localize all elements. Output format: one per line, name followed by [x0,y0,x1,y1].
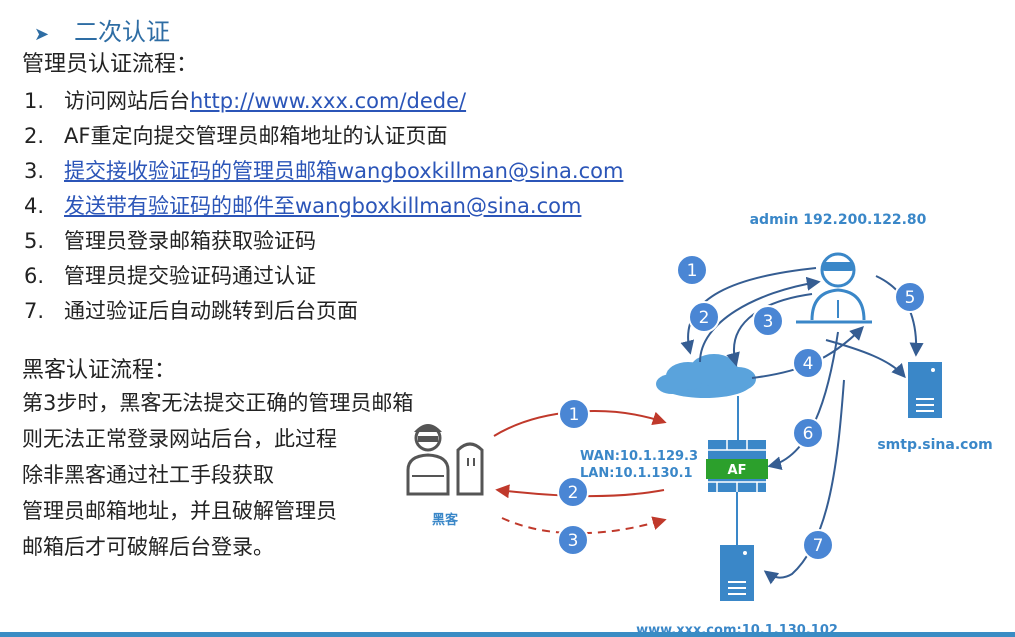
admin-badge-1: 1 [676,254,708,286]
slide-title: ➤ 二次认证 [34,12,170,47]
svg-text:7: 7 [813,536,824,556]
svg-text:3: 3 [763,312,774,332]
hacker-badge-3: 3 [557,524,589,556]
admin-step-5: 5.管理员登录邮箱获取验证码 [24,229,316,253]
admin-label: admin 192.200.122.80 [750,212,927,228]
admin-badge-2: 2 [688,301,720,333]
hacker-badge-1: 1 [558,398,590,430]
svg-text:2: 2 [699,308,710,328]
svg-text:2: 2 [568,483,579,503]
wan-label: WAN:10.1.129.3 [580,449,698,464]
admin-step-4: 4.发送带有验证码的邮件至wangboxkillman@sina.com [24,194,582,218]
web-server-icon [720,545,754,601]
hacker-icon [406,424,484,496]
hacker-arrow-3 [501,516,667,535]
svg-text:3: 3 [568,531,579,551]
hacker-flow-heading: 黑客认证流程： [22,358,177,383]
slide-title-text: 二次认证 [74,18,170,46]
bottom-divider [0,632,1015,637]
admin-badge-3: 3 [752,305,784,337]
hacker-flow-description: 第3步时，黑客无法提交正确的管理员邮箱 则无法正常登录网站后台，此过程 除非黑客… [22,391,414,559]
smtp-label: smtp.sina.com [877,437,992,453]
internet-cloud-icon [656,354,756,398]
admin-step-2: 2.AF重定向提交管理员邮箱地址的认证页面 [24,124,448,148]
svg-text:1: 1 [569,405,580,425]
hacker-badge-2: 2 [557,476,589,508]
admin-arrow-3 [726,293,813,367]
hacker-label: 黑客 [432,512,459,528]
admin-step-7: 7.通过验证后自动跳转到后台页面 [24,299,358,323]
af-label: AF [728,463,747,478]
admin-user-icon [796,252,872,324]
admin-arrow-4b [825,339,906,379]
admin-badge-7: 7 [802,529,834,561]
lan-label: LAN:10.1.130.1 [580,466,693,481]
admin-step-6: 6.管理员提交验证码通过认证 [24,264,316,288]
svg-text:5: 5 [905,288,916,308]
svg-text:4: 4 [803,354,814,374]
smtp-server-icon [908,362,942,418]
admin-step-1: 1.访问网站后台http://www.xxx.com/dede/ [24,89,467,113]
svg-text:1: 1 [687,261,698,281]
admin-badge-5: 5 [894,281,926,313]
admin-step-4-link[interactable]: 发送带有验证码的邮件至wangboxkillman@sina.com [64,194,582,218]
arrow-bullet-icon: ➤ [34,24,50,45]
admin-arrow-2 [699,276,821,363]
admin-step-3: 3.提交接收验证码的管理员邮箱wangboxkillman@sina.com [24,159,624,183]
admin-url-link[interactable]: http://www.xxx.com/dede/ [190,89,467,113]
admin-arrow-1 [680,267,817,355]
admin-flow-heading: 管理员认证流程： [22,52,199,77]
admin-badge-4: 4 [792,347,824,379]
admin-badge-6: 6 [792,417,824,449]
admin-step-3-link[interactable]: 提交接收验证码的管理员邮箱wangboxkillman@sina.com [64,159,624,183]
svg-text:6: 6 [803,424,814,444]
af-firewall-icon [706,440,768,492]
